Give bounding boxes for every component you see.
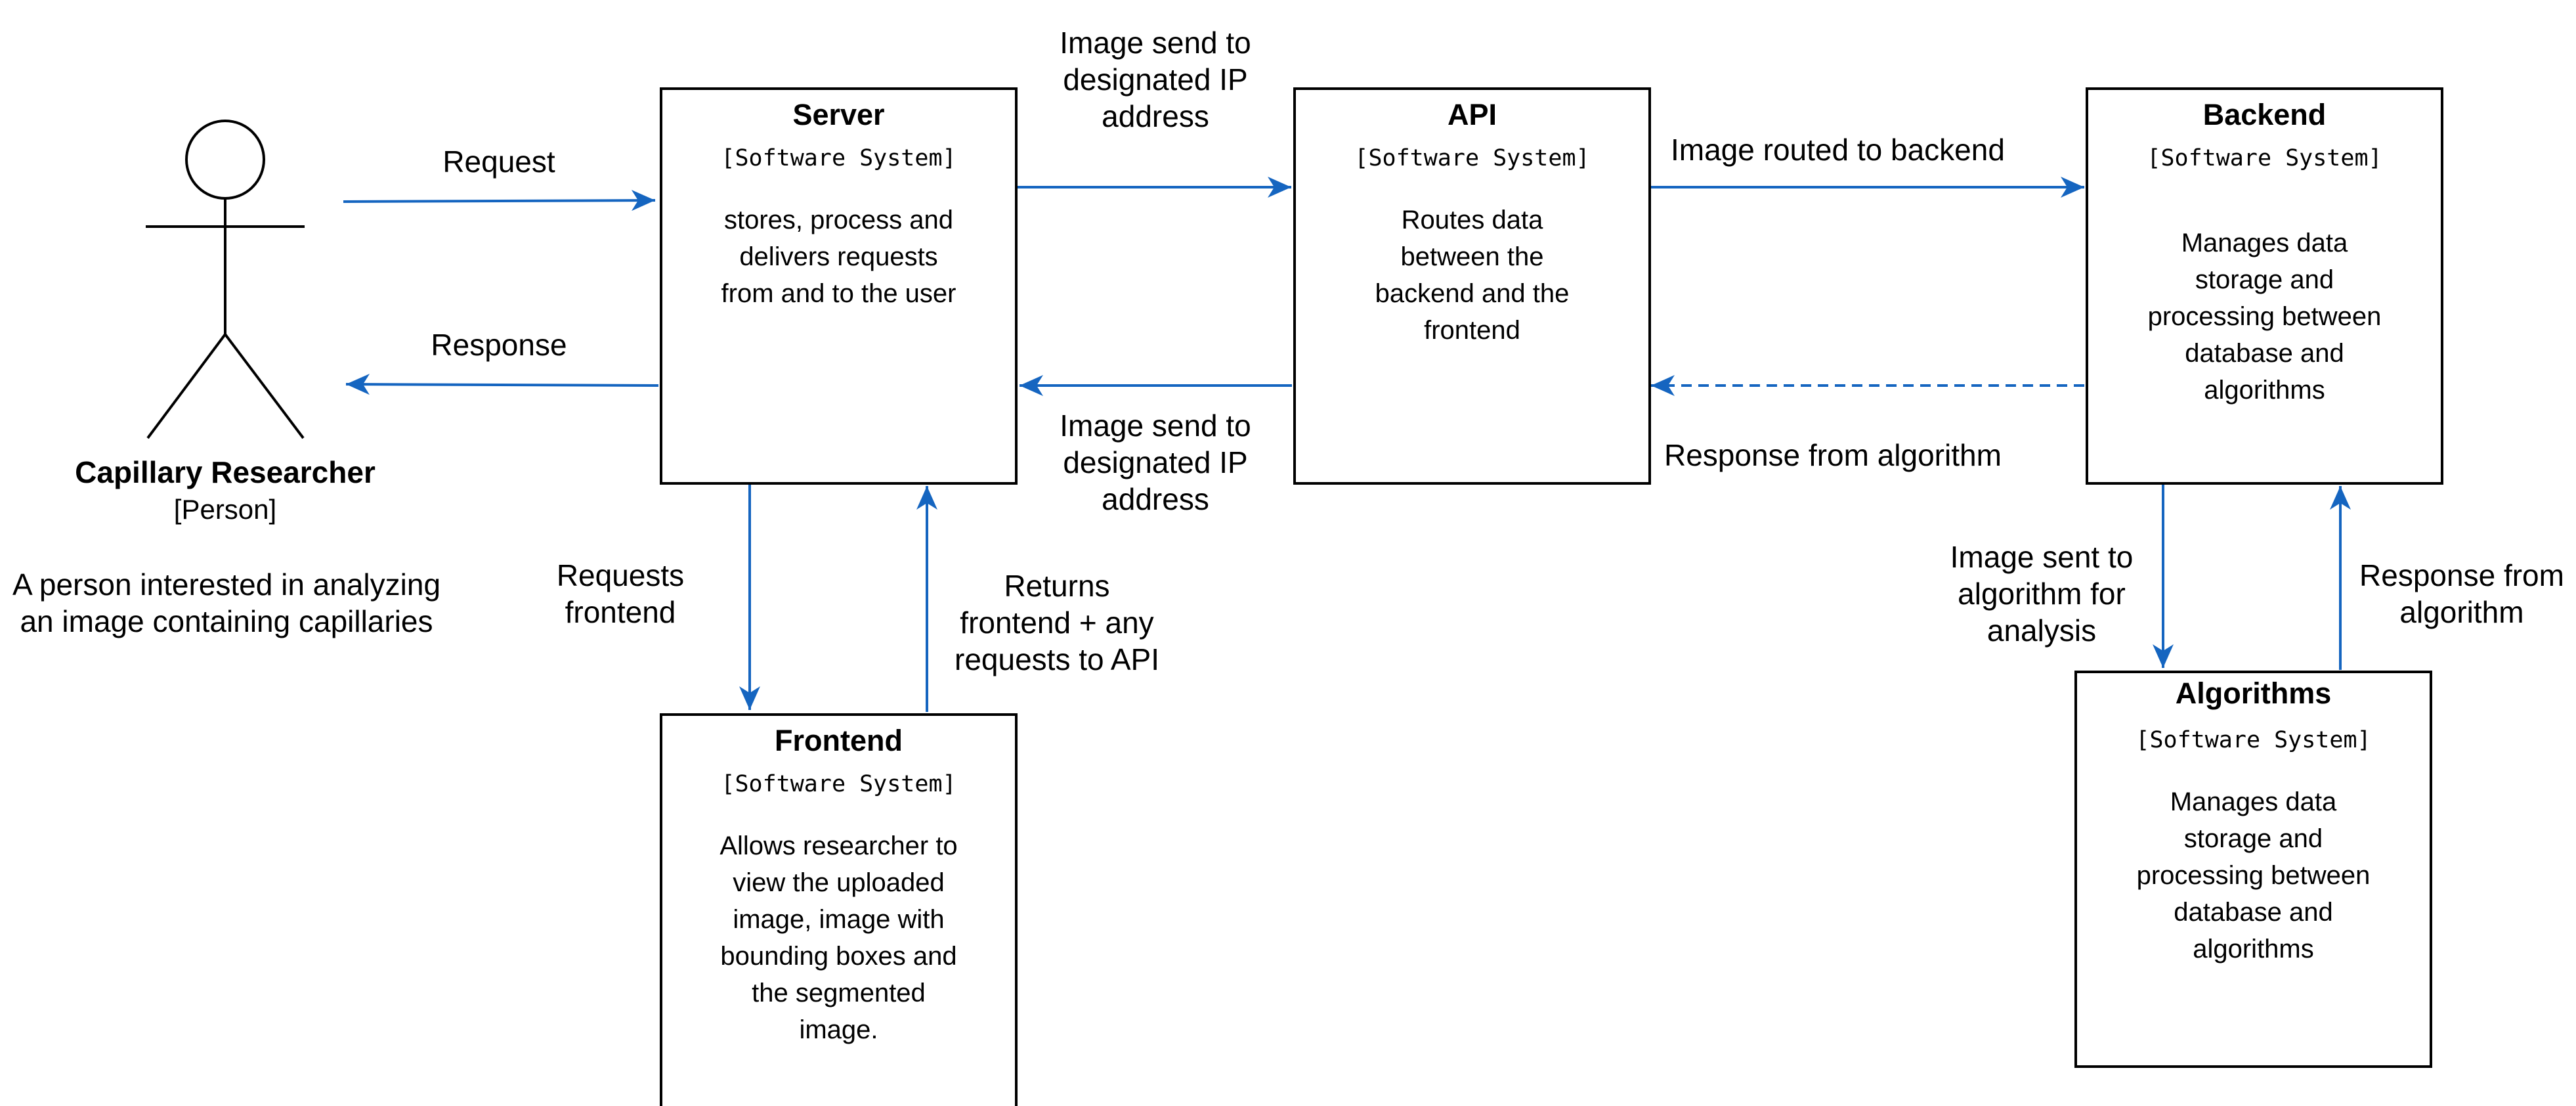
label-line: frontend + any <box>960 606 1154 640</box>
label-response-from-algorithm-api: Response from algorithm <box>1664 438 2002 472</box>
person-description-line: A person interested in analyzing <box>12 567 441 602</box>
person-left-leg <box>146 333 226 439</box>
label-line: algorithm for <box>1958 577 2126 611</box>
api-title: API <box>1447 98 1497 131</box>
frontend-desc-line: the segmented <box>752 979 926 1007</box>
backend-desc-line: Manages data <box>2181 229 2348 257</box>
label-line: frontend <box>565 595 676 629</box>
label-line: Image sent to <box>1950 540 2134 574</box>
label-image-routed-backend: Image routed to backend <box>1671 133 2005 167</box>
backend-type: [Software System] <box>2147 145 2382 171</box>
server-box: Server [Software System] stores, process… <box>660 87 1018 485</box>
api-type: [Software System] <box>1354 145 1590 171</box>
backend-desc-line: processing between <box>2147 302 2382 331</box>
label-line: address <box>1102 482 1209 516</box>
api-desc-line: Routes data <box>1401 206 1543 234</box>
api-box: API [Software System] Routes data betwee… <box>1293 87 1651 485</box>
person-name: Capillary Researcher <box>75 455 376 489</box>
algorithms-box: Algorithms [Software System] Manages dat… <box>2074 671 2432 1068</box>
algorithms-desc-line: storage and <box>2183 824 2323 853</box>
frontend-description: Allows researcher to view the uploaded i… <box>676 828 1002 1048</box>
arrow-response <box>345 374 659 395</box>
person-description-line: an image containing capillaries <box>20 604 433 638</box>
label-line: Response from <box>2359 558 2564 592</box>
frontend-desc-line: view the uploaded <box>733 868 945 897</box>
label-line: Image send to <box>1060 26 1251 60</box>
label-line: analysis <box>1986 613 2097 648</box>
label-line: requests to API <box>955 642 1159 676</box>
backend-title: Backend <box>2202 98 2327 131</box>
api-desc-line: backend and the <box>1375 279 1570 308</box>
label-line: designated IP <box>1063 445 1248 479</box>
server-type: [Software System] <box>721 145 956 171</box>
server-desc-line: delivers requests <box>739 242 938 271</box>
label-image-sent-algorithm: Image sent to algorithm for analysis <box>1930 539 2153 649</box>
label-request: Request <box>442 144 555 179</box>
algorithms-desc-line: Manages data <box>2170 787 2337 816</box>
label-line: Requests <box>556 558 685 592</box>
label-requests-frontend: Requests frontend <box>525 557 716 630</box>
algorithms-desc-line: algorithms <box>2193 935 2314 963</box>
server-title: Server <box>792 98 885 131</box>
algorithms-description: Manages data storage and processing betw… <box>2090 784 2416 967</box>
frontend-desc-line: image. <box>799 1015 878 1044</box>
algorithms-desc-line: processing between <box>2136 861 2371 890</box>
algorithms-title: Algorithms <box>2175 676 2332 710</box>
person-head <box>185 120 265 200</box>
frontend-desc-line: image, image with <box>733 905 945 934</box>
label-line: address <box>1102 99 1209 133</box>
frontend-desc-line: bounding boxes and <box>720 942 957 971</box>
person-type: [Person] <box>173 494 277 525</box>
arrow-request <box>343 190 656 211</box>
label-response-from-algorithm-right: Response from algorithm <box>2350 557 2573 630</box>
label-line: designated IP <box>1063 62 1248 97</box>
api-desc-line: frontend <box>1424 316 1520 345</box>
backend-desc-line: database and <box>2185 339 2344 368</box>
label-line: Returns <box>1004 569 1110 603</box>
person-figure-icon <box>146 120 305 439</box>
frontend-title: Frontend <box>775 724 903 757</box>
person-description: A person interested in analyzing an imag… <box>0 566 453 640</box>
backend-desc-line: storage and <box>2195 265 2334 294</box>
label-response: Response <box>431 328 567 362</box>
frontend-desc-line: Allows researcher to <box>719 831 958 860</box>
label-image-send-bottom: Image send to designated IP address <box>1011 407 1300 518</box>
algorithms-type: [Software System] <box>2136 727 2371 753</box>
label-returns-frontend: Returns frontend + any requests to API <box>932 567 1182 678</box>
label-image-send-top: Image send to designated IP address <box>1011 24 1300 135</box>
backend-description: Manages data storage and processing betw… <box>2101 225 2428 409</box>
label-line: algorithm <box>2399 595 2524 629</box>
server-desc-line: stores, process and <box>723 206 954 234</box>
api-description: Routes data between the backend and the … <box>1309 202 1635 349</box>
server-description: stores, process and delivers requests fr… <box>676 202 1002 312</box>
server-desc-line: from and to the user <box>721 279 956 308</box>
backend-desc-line: algorithms <box>2204 376 2325 405</box>
label-line: Image send to <box>1060 409 1251 443</box>
backend-box: Backend [Software System] Manages data s… <box>2086 87 2443 485</box>
api-desc-line: between the <box>1400 242 1544 271</box>
frontend-type: [Software System] <box>721 771 956 797</box>
person-right-leg <box>224 333 305 439</box>
frontend-box: Frontend [Software System] Allows resear… <box>660 713 1018 1106</box>
algorithms-desc-line: database and <box>2174 898 2333 927</box>
